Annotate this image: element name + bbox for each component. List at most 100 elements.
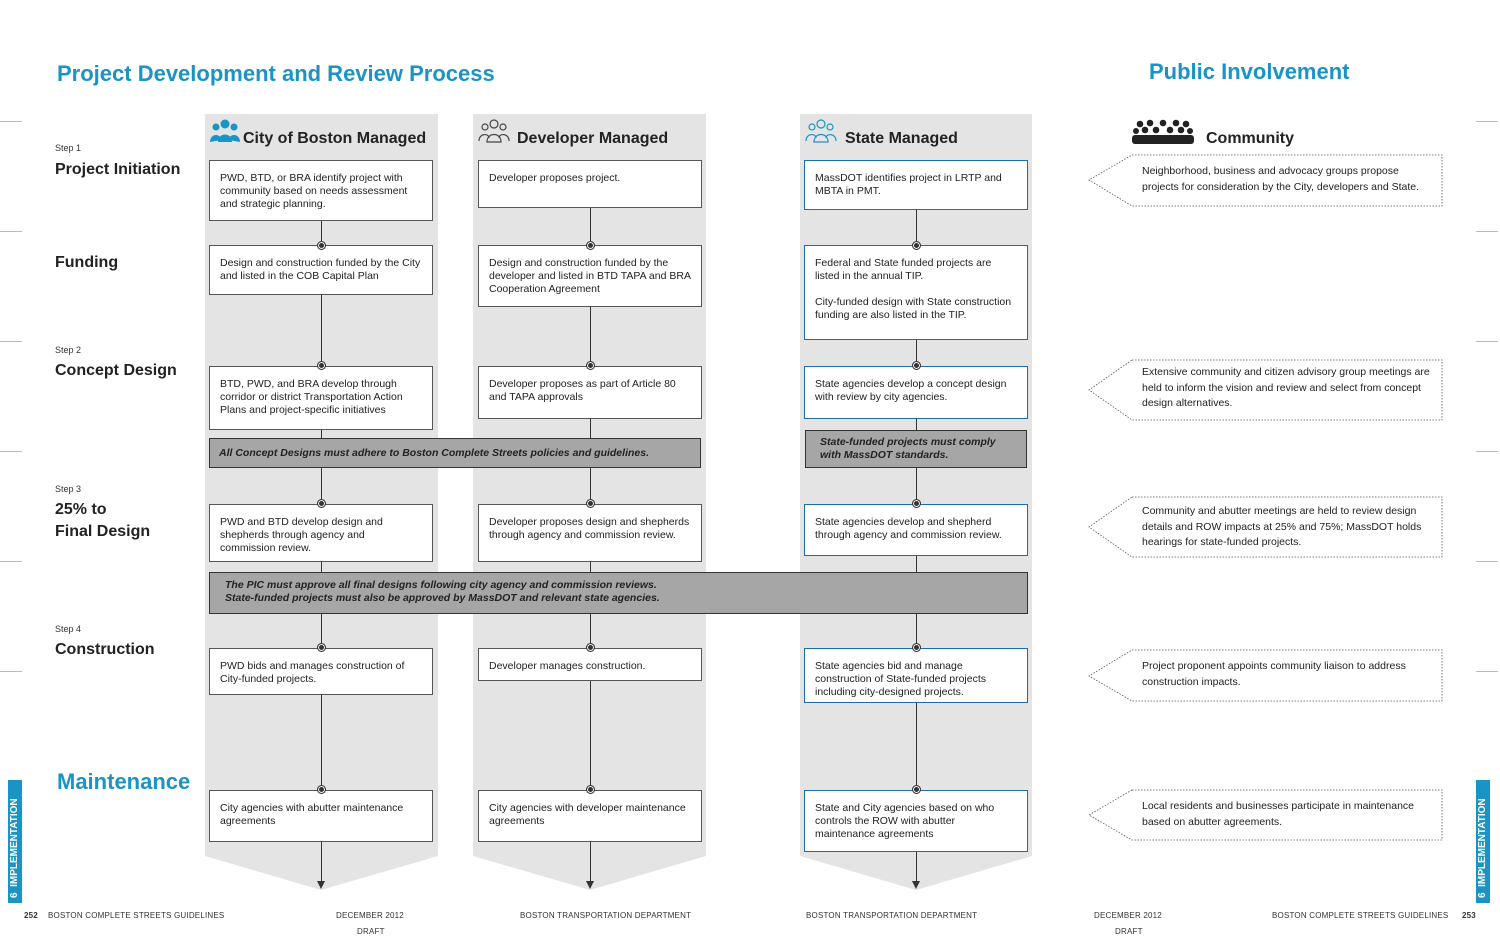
developer-column-header: Developer Managed <box>517 130 669 147</box>
box-text: Developer manages construction. <box>489 660 646 672</box>
callout-initiation <box>1088 154 1443 207</box>
box-text: Developer proposes project. <box>489 172 621 184</box>
margin-tick <box>0 671 22 672</box>
state-initiation-box: MassDOT identifies project in LRTP and M… <box>804 160 1028 210</box>
city-funding-box: Design and construction funded by the Ci… <box>209 245 433 295</box>
community-maintenance-text: Local residents and businesses participa… <box>1142 800 1415 828</box>
bar-text: All Concept Designs must adhere to Bosto… <box>219 447 649 459</box>
final-approval-bar: The PIC must approve all final designs f… <box>209 572 1028 614</box>
crowd-icon <box>1132 119 1194 144</box>
margin-tick <box>0 121 22 122</box>
bar-text: State-funded projects must comply with M… <box>820 436 996 461</box>
footer-date-left: DECEMBER 2012 <box>336 911 404 920</box>
community-initiation-text: Neighborhood, business and advocacy grou… <box>1142 165 1420 193</box>
flow-node <box>912 499 921 508</box>
state-concept-box: State agencies develop a concept design … <box>804 366 1028 419</box>
margin-tick <box>1476 341 1498 342</box>
margin-tick <box>1476 121 1498 122</box>
box-text: Developer proposes as part of Article 80… <box>489 378 676 403</box>
flow-node <box>586 785 595 794</box>
city-arrowhead <box>317 881 325 889</box>
flow-node <box>912 361 921 370</box>
community-final-text: Community and abutter meetings are held … <box>1142 505 1422 548</box>
people-outline-blue-icon <box>805 119 837 143</box>
step-name-final-2: Final Design <box>55 523 151 540</box>
section-label: IMPLEMENTATION <box>1477 798 1488 887</box>
flow-node <box>317 499 326 508</box>
community-header: Community <box>1206 130 1294 147</box>
developer-arrowhead <box>586 881 594 889</box>
footer-draft-right: DRAFT <box>1115 927 1143 936</box>
flow-node <box>586 499 595 508</box>
flow-node <box>317 643 326 652</box>
city-initiation-box: PWD, BTD, or BRA identify project with c… <box>209 160 433 221</box>
bar-text: State-funded projects must also be appro… <box>225 592 660 604</box>
box-text: PWD, BTD, or BRA identify project with c… <box>220 172 408 210</box>
step-name-funding: Funding <box>55 254 119 271</box>
callout-maintenance <box>1088 789 1443 841</box>
box-text: State and City agencies based on who con… <box>815 802 995 840</box>
section-number: 6 <box>9 892 20 898</box>
box-text: Developer proposes design and shepherds … <box>489 516 690 541</box>
state-maintenance-box: State and City agencies based on who con… <box>804 790 1028 852</box>
page-number-left: 252 <box>24 911 38 920</box>
community-concept-text: Extensive community and citizen advisory… <box>1142 366 1430 409</box>
flow-node <box>912 785 921 794</box>
margin-tick <box>0 451 22 452</box>
box-text: City agencies with developer maintenance… <box>489 802 686 827</box>
footer-title-right: BOSTON COMPLETE STREETS GUIDELINES <box>1272 911 1449 920</box>
page-number-right: 253 <box>1462 911 1476 920</box>
step-label: Step 2 <box>55 345 82 355</box>
state-column-header: State Managed <box>845 130 958 147</box>
margin-tick <box>1476 561 1498 562</box>
callout-construction <box>1088 649 1443 702</box>
footer-draft-left: DRAFT <box>357 927 385 936</box>
section-number: 6 <box>1477 892 1488 898</box>
developer-funding-box: Design and construction funded by the de… <box>478 245 702 307</box>
maintenance-title: Maintenance <box>57 769 191 794</box>
margin-tick <box>1476 451 1498 452</box>
box-text: BTD, PWD, and BRA develop through corrid… <box>220 378 403 416</box>
step-label: Step 3 <box>55 484 82 494</box>
flow-node <box>586 241 595 250</box>
box-text: Design and construction funded by the Ci… <box>220 257 421 282</box>
box-text: State agencies develop a concept design … <box>815 378 1007 403</box>
section-tab-text: 6 IMPLEMENTATION <box>1477 798 1488 898</box>
section-tab-text: 6 IMPLEMENTATION <box>9 798 20 898</box>
section-label: IMPLEMENTATION <box>9 798 20 887</box>
developer-construction-box: Developer manages construction. <box>478 648 702 681</box>
bar-text: The PIC must approve all final designs f… <box>225 579 657 591</box>
box-text: State agencies bid and manage constructi… <box>815 660 987 698</box>
box-text: City agencies with abutter maintenance a… <box>220 802 404 827</box>
public-involvement-title: Public Involvement <box>1149 59 1350 84</box>
box-text: Federal and State funded projects are li… <box>815 257 992 282</box>
developer-initiation-box: Developer proposes project. <box>478 160 702 208</box>
box-text: PWD and BTD develop design and shepherds… <box>220 516 383 554</box>
callout-final <box>1088 496 1443 558</box>
community-callout-outlines <box>1088 154 1443 841</box>
footer-title-left: BOSTON COMPLETE STREETS GUIDELINES <box>48 911 225 920</box>
city-concept-box: BTD, PWD, and BRA develop through corrid… <box>209 366 433 430</box>
flow-node <box>586 643 595 652</box>
box-text: City-funded design with State constructi… <box>815 296 1012 321</box>
flow-node <box>912 241 921 250</box>
step-name-concept: Concept Design <box>55 362 177 379</box>
step-label: Step 1 <box>55 143 82 153</box>
flow-node <box>317 361 326 370</box>
state-final-box: State agencies develop and shepherd thro… <box>804 504 1028 556</box>
footer-dept-left: BOSTON TRANSPORTATION DEPARTMENT <box>520 911 692 920</box>
city-column-header: City of Boston Managed <box>243 130 427 147</box>
people-outline-icon <box>478 119 510 143</box>
flow-node <box>912 643 921 652</box>
state-arrowhead <box>912 881 920 889</box>
box-text: Design and construction funded by the de… <box>489 257 691 295</box>
footer-dept-right: BOSTON TRANSPORTATION DEPARTMENT <box>806 911 978 920</box>
city-final-box: PWD and BTD develop design and shepherds… <box>209 504 433 562</box>
step-name-construction: Construction <box>55 641 155 658</box>
state-standards-bar: State-funded projects must comply with M… <box>805 430 1027 468</box>
margin-tick <box>1476 231 1498 232</box>
margin-tick <box>1476 671 1498 672</box>
step-name-initiation: Project Initiation <box>55 161 181 178</box>
people-group-icon <box>210 119 240 142</box>
state-construction-box: State agencies bid and manage constructi… <box>804 648 1028 703</box>
